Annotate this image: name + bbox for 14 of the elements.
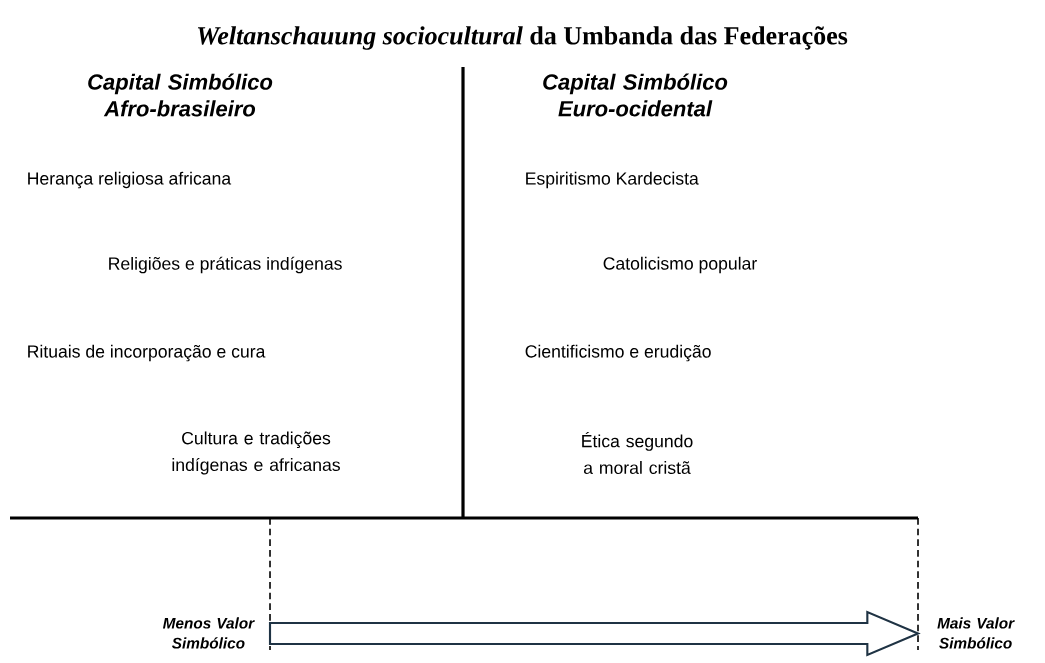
- title: Weltanschauung sociocultural da Umbanda das Federações: [197, 26, 848, 50]
- item-text: Cultura e tradições indígenas e africanas: [172, 431, 340, 475]
- column-heading: Capital Simbólico Euro-ocidental: [543, 73, 728, 117]
- item-text: Herança religiosa africana: [28, 171, 232, 189]
- end-label: Menos Valor Simbólico: [162, 617, 255, 649]
- column-heading: Capital Simbólico Afro-brasileiro: [88, 73, 273, 117]
- item-text: Religiões e práticas indígenas: [109, 256, 342, 274]
- item-text: Catolicismo popular: [603, 256, 757, 274]
- end-label: Mais Valor Simbólico: [937, 617, 1015, 649]
- item-text: Rituais de incorporação e cura: [28, 344, 266, 362]
- item-text: Ética segundo a moral cristã: [582, 431, 693, 475]
- item-text: Cientificismo e erudição: [525, 344, 711, 362]
- block-arrow: [268, 610, 921, 657]
- item-text: Espiritismo Kardecista: [526, 171, 699, 189]
